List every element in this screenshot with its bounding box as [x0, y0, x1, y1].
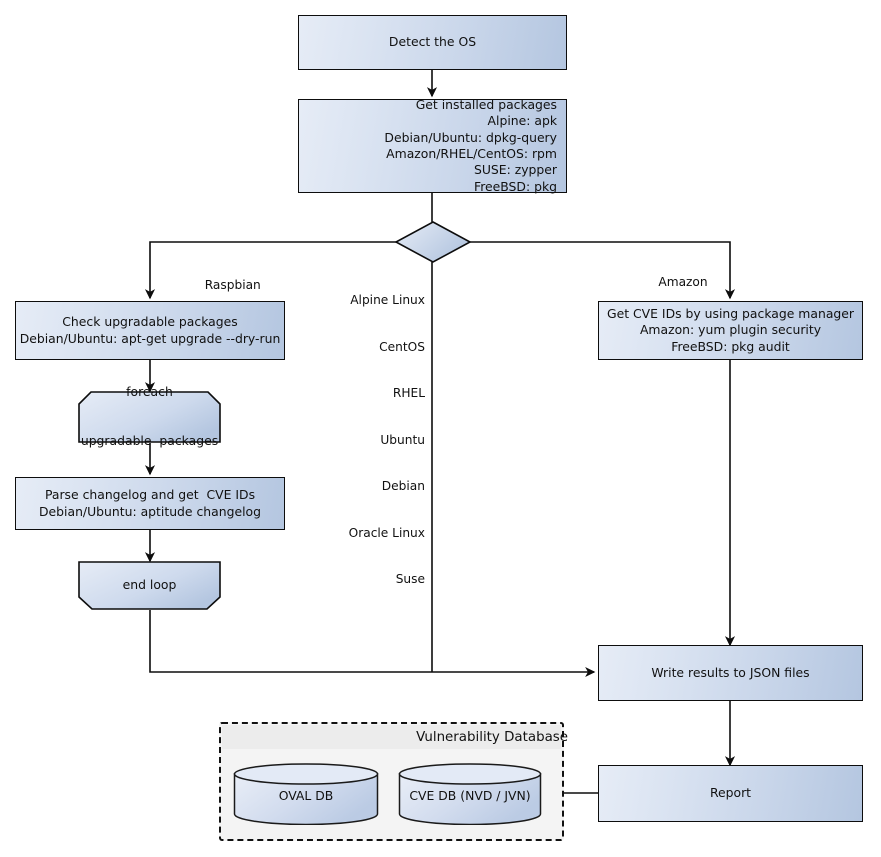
node-end-loop-label: end loop: [123, 544, 177, 626]
node-line: FreeBSD: pkg: [473, 178, 557, 194]
foreach-shape: [78, 391, 221, 443]
node-line: end loop: [122, 577, 177, 593]
node-get-installed-packages[interactable]: Get installed packages Alpine: apk Debia…: [298, 96, 567, 194]
node-line: Debian/Ubuntu: dpkg-query: [384, 129, 557, 145]
node-line: Report: [709, 785, 752, 801]
node-line: Parse changelog and get CVE IDs: [44, 487, 256, 503]
edge-label-text: Suse: [395, 572, 425, 586]
edge-label-text: Alpine Linux: [350, 293, 425, 307]
edge-label-linux-distros: Alpine Linux CentOS RHEL Ubuntu Debian O…: [300, 262, 425, 619]
db-cylinder-oval[interactable]: OVAL DB: [233, 763, 379, 826]
node-line: Amazon: yum plugin security: [639, 322, 822, 338]
vulnerability-database-title: Vulnerability Database: [219, 729, 568, 747]
edge-label-text: Debian: [381, 479, 425, 493]
edge-label-text: Amazon: [658, 275, 708, 289]
node-line: Check upgradable packages: [62, 314, 238, 330]
node-line: Debian/Ubuntu: apt-get upgrade --dry-run: [19, 330, 281, 346]
node-check-upgradable-packages[interactable]: Check upgradable packages Debian/Ubuntu:…: [15, 301, 285, 360]
db-cylinder-cve-label: CVE DB (NVD / JVN): [409, 788, 531, 803]
node-line: FreeBSD: pkg audit: [671, 338, 790, 354]
db-cylinder-oval-label: OVAL DB: [278, 788, 334, 803]
node-report[interactable]: Report: [598, 765, 863, 822]
db-cylinder-cve[interactable]: CVE DB (NVD / JVN): [398, 763, 542, 826]
edge-label-text: Ubuntu: [380, 432, 425, 447]
node-line: Write results to JSON files: [651, 664, 810, 680]
node-line: Amazon/RHEL/CentOS: rpm: [386, 146, 557, 161]
edge-label-text: CentOS: [379, 339, 425, 354]
node-detect-os-label: Detect the OS: [388, 34, 477, 50]
node-line: Debian/Ubuntu: aptitude changelog: [39, 503, 261, 519]
node-parse-changelog[interactable]: Parse changelog and get CVE IDs Debian/U…: [15, 477, 285, 530]
vulnerability-database-title-text: Vulnerability Database: [416, 730, 568, 745]
node-line: Get CVE IDs by using package manager: [607, 305, 854, 321]
node-line: Get installed packages: [415, 96, 557, 112]
edge-label-text: Oracle Linux: [348, 525, 425, 540]
node-foreach-upgradable-packages[interactable]: foreach upgradable packages: [78, 384, 221, 448]
end-loop-shape: [78, 561, 221, 610]
node-foreach-label: foreach upgradable packages: [81, 351, 218, 482]
edge-label-raspbian: Raspbian: [170, 262, 280, 309]
node-decision-os-family[interactable]: [394, 220, 472, 264]
node-line: SUSE: zypper: [473, 162, 557, 178]
edge-label-text: RHEL: [392, 386, 425, 400]
node-write-results-to-json[interactable]: Write results to JSON files: [598, 645, 863, 701]
node-end-loop[interactable]: end loop: [78, 561, 221, 610]
node-detect-os[interactable]: Detect the OS: [298, 15, 567, 70]
vulnerability-database-titlebar: [222, 725, 561, 749]
node-line: upgradable packages: [80, 433, 219, 449]
node-line: Alpine: apk: [487, 113, 557, 129]
edge-label-text: Raspbian: [204, 277, 261, 292]
node-get-cve-ids[interactable]: Get CVE IDs by using package manager Ama…: [598, 301, 863, 360]
node-line: foreach: [126, 384, 173, 400]
